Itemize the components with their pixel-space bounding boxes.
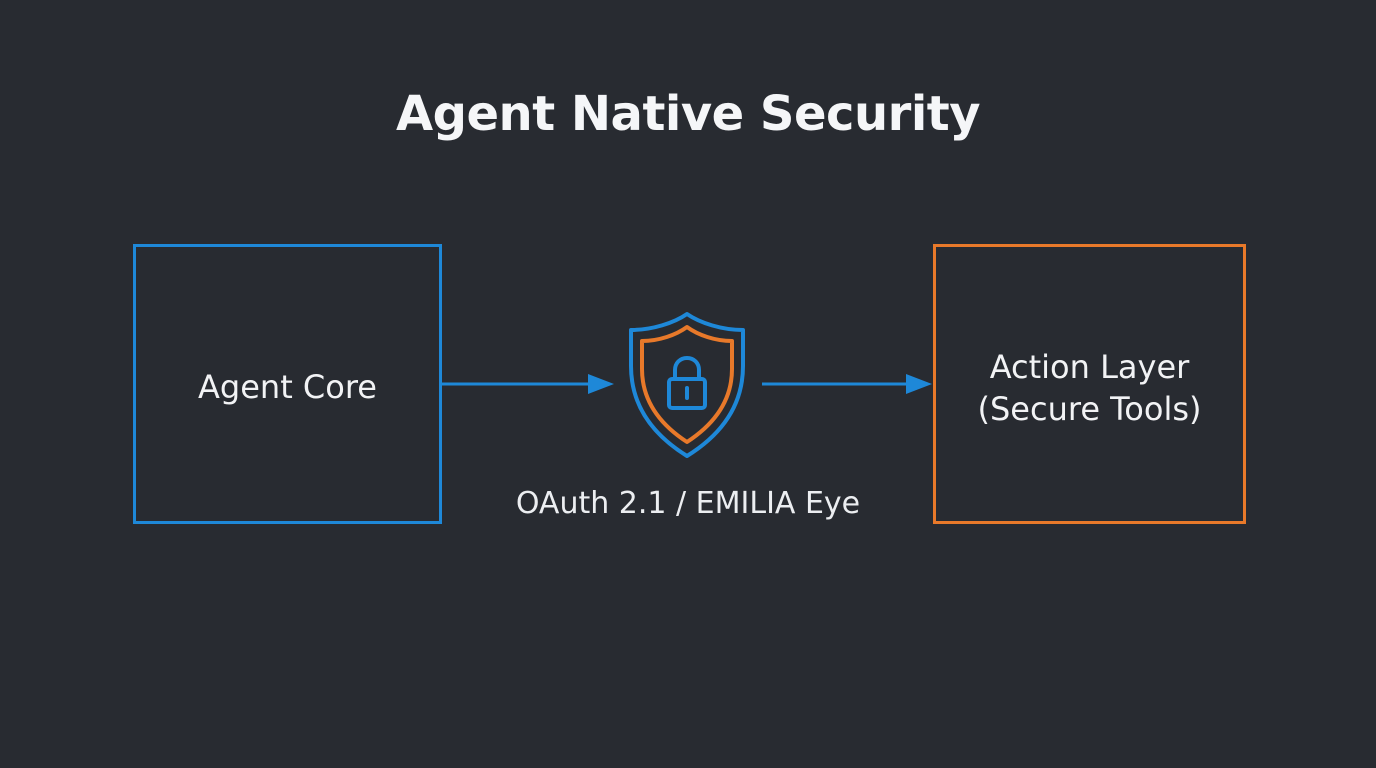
gate-caption: OAuth 2.1 / EMILIA Eye	[515, 486, 861, 521]
arrow-core-to-gate	[442, 374, 614, 394]
agent-core-label: Agent Core	[198, 368, 377, 406]
agent-core-node: Agent Core	[133, 244, 442, 524]
action-layer-node: Action Layer (Secure Tools)	[933, 244, 1246, 524]
lock-icon	[667, 355, 707, 410]
action-layer-label: Action Layer (Secure Tools)	[977, 348, 1202, 428]
diagram-title: Agent Native Security	[395, 86, 981, 142]
shield-lock-icon	[629, 312, 745, 458]
arrow-gate-to-action	[762, 374, 932, 394]
